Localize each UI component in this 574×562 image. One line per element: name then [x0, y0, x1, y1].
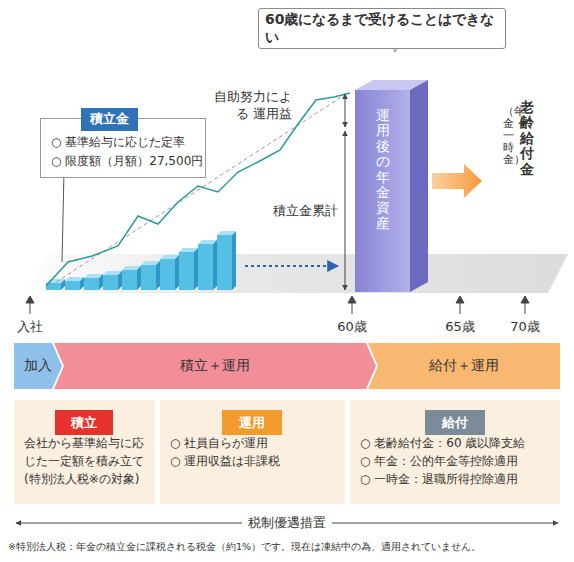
bar-front [65, 281, 80, 290]
header-text: 給付 [442, 413, 468, 433]
bar-front [122, 270, 137, 290]
band-label: 積立＋運用 [180, 357, 250, 375]
leader-line [62, 171, 64, 262]
node-text: ○ 一時金：退職所得控除適用 [360, 470, 552, 488]
callout-heading: 積立金 [81, 108, 138, 131]
panel-header: 給付 [425, 410, 485, 435]
band-fill [368, 343, 560, 389]
axis-label: 入社 [17, 318, 43, 336]
chart-floor [20, 254, 568, 293]
pillar-side [410, 80, 428, 292]
benefit-sublabel: （年金・一時金） [503, 106, 514, 166]
bar-front [217, 235, 232, 290]
annotation: 積立金累計 [273, 202, 338, 220]
panel-header: 運用 [222, 410, 282, 435]
bar-side [232, 231, 236, 290]
node-text: ○ 社員自らが運用 [170, 434, 337, 452]
dimension-arrow [345, 94, 346, 127]
bar-side [61, 279, 65, 290]
payout-arrow [432, 164, 482, 198]
bar-side [99, 274, 103, 290]
node-text: 60歳になるまで受けることはできない [265, 11, 499, 47]
axis-label: 65歳 [445, 318, 475, 336]
band-fill [14, 343, 62, 389]
band-label: 給付＋運用 [429, 357, 499, 375]
benefit-label: 老齢給付金 [520, 100, 534, 177]
node-text: ○ 年金：公的年金等控除適用 [360, 452, 552, 470]
bar-front [198, 244, 213, 290]
node-text: ○ 老齢給付金：60 歳以降支給 [360, 434, 552, 452]
panel-header: 積立 [55, 410, 113, 435]
bar-side [80, 277, 84, 290]
header-text: 運用 [239, 413, 265, 433]
bar-front [179, 252, 194, 290]
info-panel: ○ 社員自らが運用○ 運用収益は非課税運用 [160, 400, 345, 504]
axis-label: 70歳 [510, 318, 540, 336]
bar-front [84, 278, 99, 290]
phase-band: 給付＋運用 [368, 343, 560, 389]
annotation: 自助努力による 運用益 [202, 89, 292, 123]
info-panel: 会社から基準給与に応 じた一定額を積み立て (特別法人税※の対象)積立 [14, 400, 155, 504]
bar-front [103, 275, 118, 290]
info-panel: ○ 老齢給付金：60 歳以降支給○ 年金：公的年金等控除適用○ 一時金：退職所得… [350, 400, 560, 504]
range-label: 税制優遇措置 [242, 514, 332, 532]
dotted-arrow [245, 265, 338, 267]
node-text: ○ 基準給与に応じた定率 [51, 133, 197, 152]
phase-band: 加入 [14, 343, 62, 389]
bar-side [213, 240, 217, 290]
speech-bubble: 60歳になるまで受けることはできない [258, 8, 506, 49]
bar-side [156, 261, 160, 290]
node-text: 会社から基準給与に応 じた一定額を積み立て (特別法人税※の対象) [24, 434, 147, 488]
node-text: 運用後の年金資産 [376, 108, 390, 292]
node-text: ○ 運用収益は非課税 [170, 452, 337, 470]
bar-front [141, 265, 156, 290]
asset-pillar: 運用後の年金資産 [355, 90, 410, 292]
callout-box: 積立金○ 基準給与に応じた定率○ 限度額（月額）27,500円 [40, 118, 206, 178]
band-label: 加入 [24, 357, 52, 375]
bar-side [137, 266, 141, 290]
footnote: ※特別法人税：年金の積立金に課税される税金（約1%）です。現在は凍結中の為、適用… [8, 541, 481, 554]
band-fill [54, 343, 376, 389]
header-text: 積立 [71, 413, 97, 433]
axis-ticks [26, 296, 529, 314]
axis-label: 60歳 [337, 318, 367, 336]
bar-front [160, 259, 175, 290]
node-text: ○ 限度額（月額）27,500円 [51, 152, 197, 171]
dimension-arrow [345, 131, 346, 290]
phase-band: 積立＋運用 [54, 343, 376, 389]
bar-side [194, 248, 198, 290]
bar-side [118, 271, 122, 290]
bar-side [175, 255, 179, 290]
